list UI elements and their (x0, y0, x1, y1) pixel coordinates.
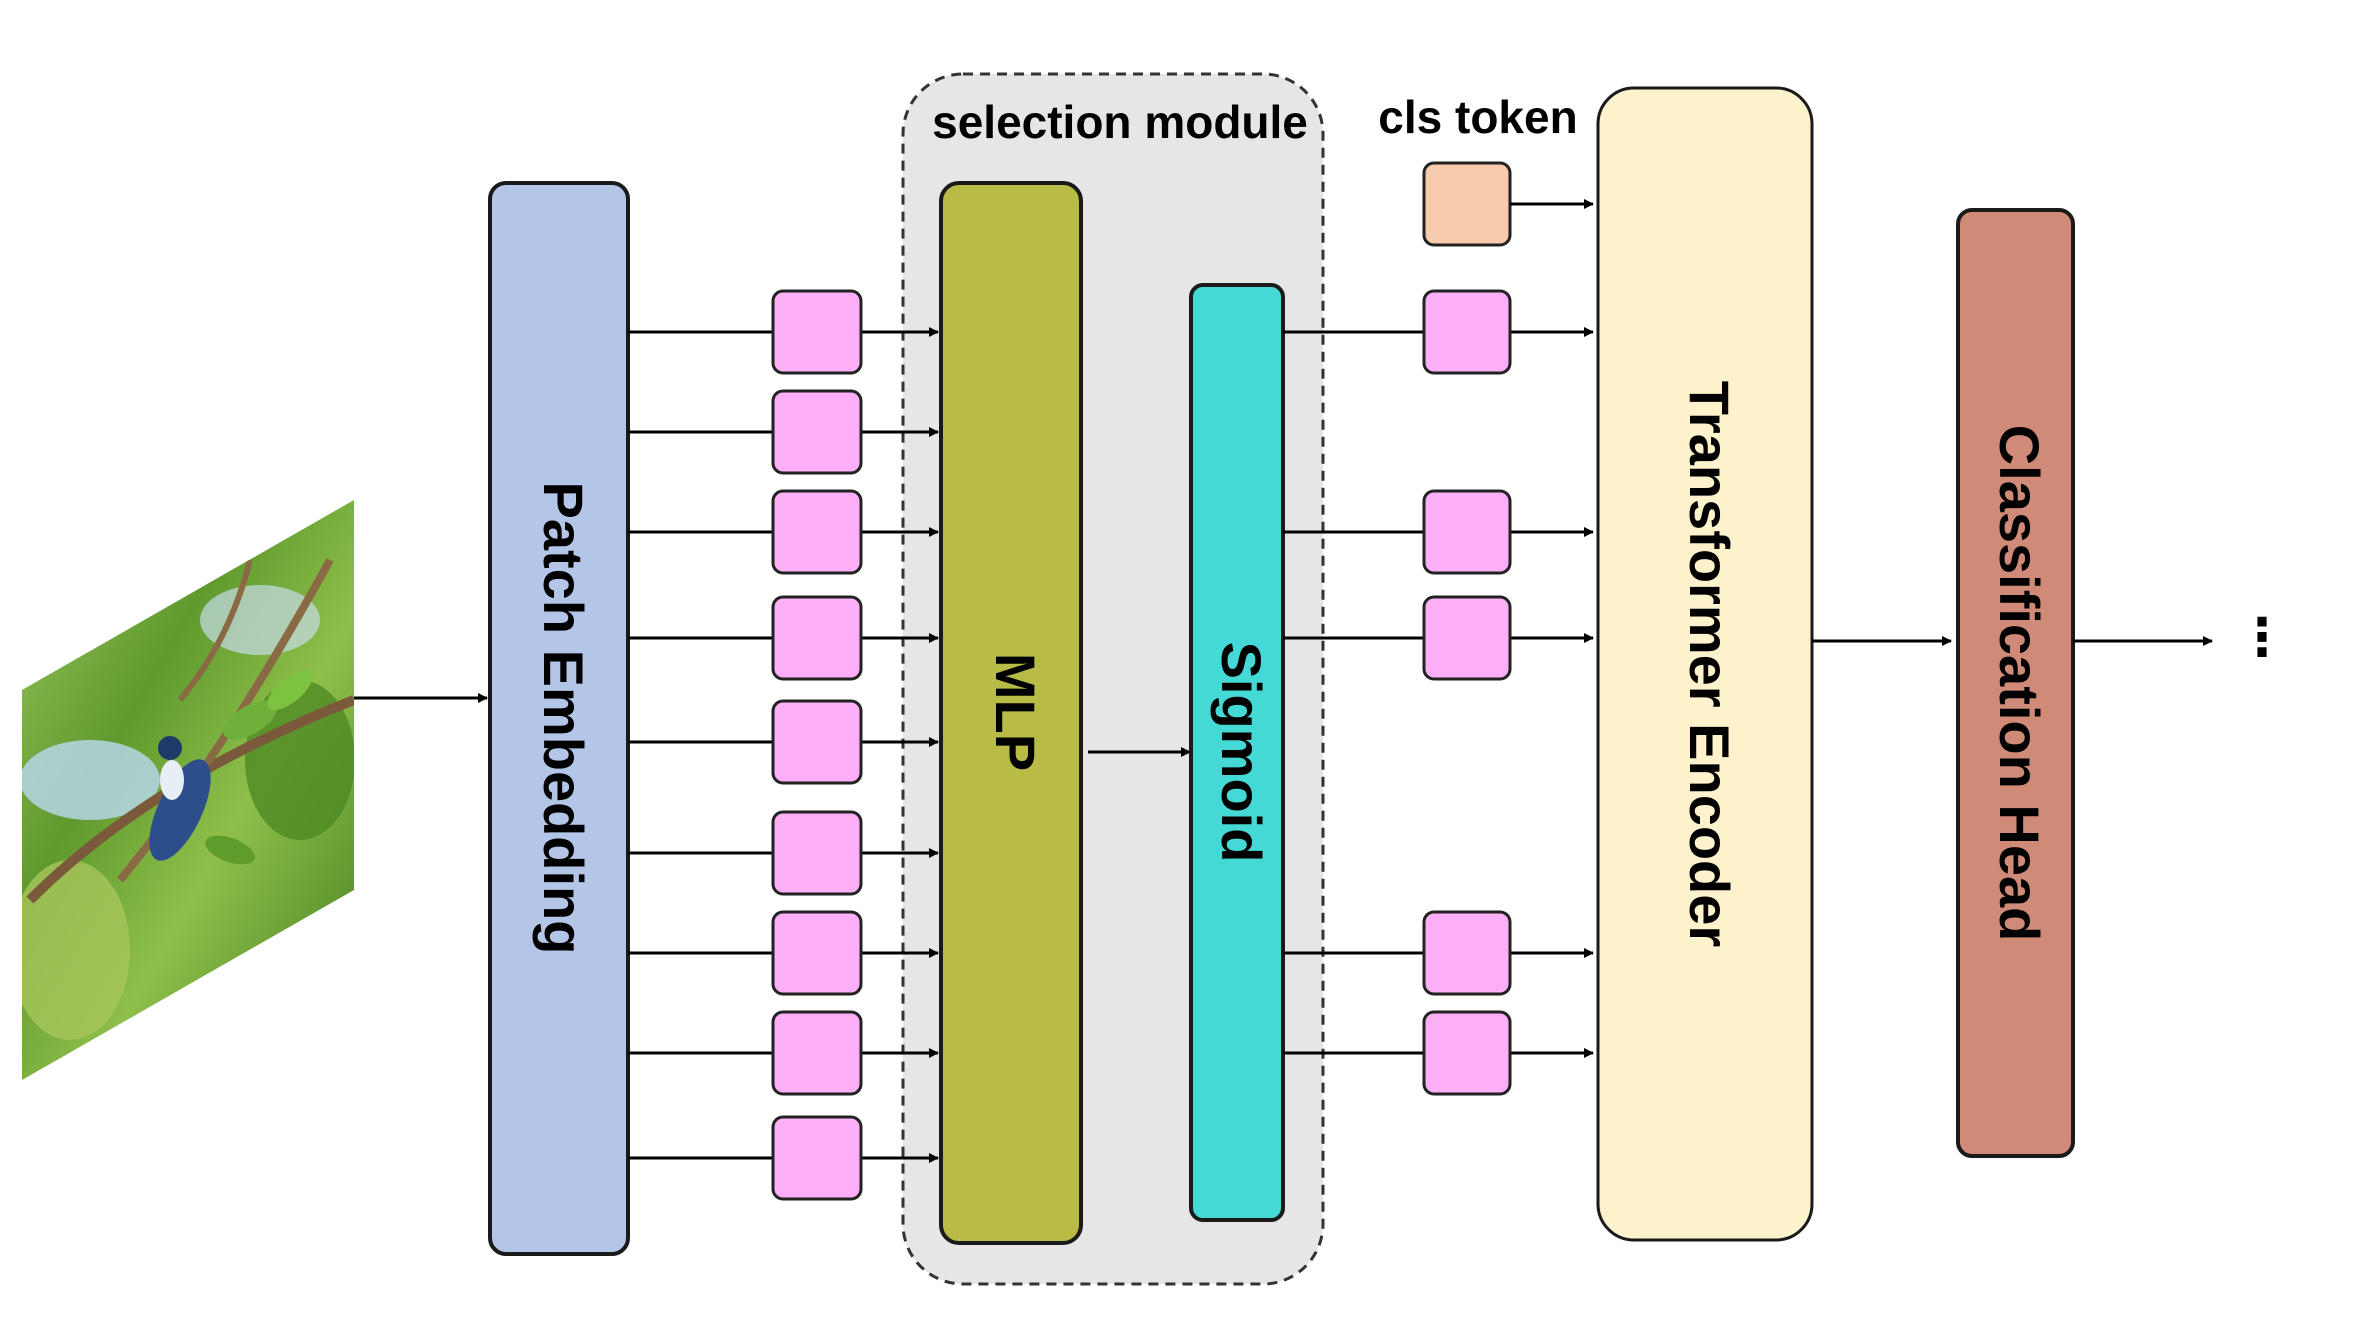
cls-token (1422, 161, 1512, 247)
transformer-encoder-block: Transformer Encoder (1596, 86, 1814, 1242)
selection-module-label: selection module (932, 96, 1308, 148)
patch-embedding-block: Patch Embedding (488, 181, 630, 1256)
sigmoid-label: Sigmoid (1210, 642, 1273, 863)
patch-token (771, 489, 863, 575)
selected-token (1422, 1010, 1512, 1096)
classification-head-block: Classification Head (1956, 208, 2075, 1158)
selected-token (1422, 289, 1512, 375)
mlp-label: MLP (984, 653, 1047, 771)
patch-token (771, 1010, 863, 1096)
input-patch-tokens (628, 289, 939, 1201)
classification-head-label: Classification Head (1988, 425, 2051, 942)
cls-token-group: cls token (1378, 91, 1594, 247)
patch-token (771, 699, 863, 785)
selected-token (1422, 489, 1512, 575)
selected-token (1422, 910, 1512, 996)
input-image (22, 500, 354, 1080)
patch-token (771, 810, 863, 896)
patch-token (771, 910, 863, 996)
mlp-block: MLP (939, 181, 1083, 1245)
selected-patch-tokens (1283, 289, 1594, 1096)
selected-token (1422, 595, 1512, 681)
sigmoid-block: Sigmoid (1189, 283, 1285, 1222)
continuation-ellipsis: ⋮ (2236, 608, 2288, 668)
patch-embedding-label: Patch Embedding (532, 482, 595, 955)
transformer-encoder-label: Transformer Encoder (1678, 381, 1741, 947)
patch-token (771, 595, 863, 681)
cls-token-label: cls token (1378, 91, 1577, 143)
patch-token (771, 1115, 863, 1201)
patch-token (771, 389, 863, 475)
patch-token (771, 289, 863, 375)
